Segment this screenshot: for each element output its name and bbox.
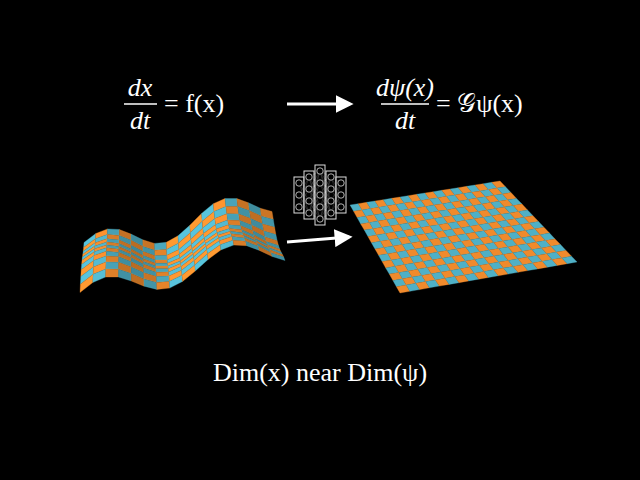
- checker-cell: [131, 273, 144, 286]
- checker-cell: [226, 206, 239, 214]
- nn-neuron: [306, 186, 312, 192]
- nn-neuron: [317, 168, 323, 174]
- curved-manifold: [80, 199, 285, 293]
- nn-layer: [304, 171, 314, 219]
- checker-cell: [220, 240, 234, 250]
- checker-cell: [258, 246, 272, 256]
- checker-cell: [156, 266, 169, 269]
- nn-neuron: [317, 192, 323, 198]
- fraction-bar: [381, 103, 429, 105]
- equation-part: dt: [130, 107, 150, 136]
- nn-neuron: [306, 198, 312, 204]
- nn-layer: [336, 177, 346, 213]
- checker-cell: [208, 245, 221, 260]
- nn-neuron: [296, 192, 302, 198]
- map-arrow: [287, 103, 350, 106]
- checker-cell: [106, 262, 119, 269]
- checker-cell: [246, 241, 260, 250]
- checker-cell: [195, 254, 208, 271]
- checker-cell: [80, 274, 93, 292]
- checker-cell: [225, 199, 238, 207]
- checker-cell: [144, 279, 157, 290]
- nn-neuron: [328, 186, 334, 192]
- equation-part: = 𝒢ψ(x): [436, 90, 523, 119]
- fraction-bar: [124, 103, 157, 105]
- nn-neuron: [317, 204, 323, 210]
- checker-cell: [107, 229, 119, 236]
- nn-layer: [294, 177, 304, 213]
- checker-cell: [106, 256, 119, 262]
- nn-neuron: [317, 216, 323, 222]
- flat-plane: [350, 181, 577, 293]
- nn-neuron: [328, 198, 334, 204]
- checker-cell: [157, 281, 170, 289]
- checker-cell: [155, 255, 167, 260]
- map-arrow: [287, 237, 349, 242]
- checker-cell: [106, 269, 119, 277]
- nn-neuron: [338, 192, 344, 198]
- nn-layer: [315, 165, 325, 225]
- nn-neuron: [328, 174, 334, 180]
- checker-cell: [271, 253, 285, 261]
- equation-part: dψ(x): [376, 74, 434, 103]
- checker-cell: [155, 260, 167, 263]
- checker-cell: [118, 269, 131, 281]
- nn-neuron: [306, 174, 312, 180]
- nn-neuron: [296, 180, 302, 186]
- nn-layer: [326, 171, 336, 219]
- checker-cell: [227, 214, 240, 221]
- checker-cell: [93, 269, 106, 283]
- checker-cell: [155, 242, 167, 250]
- caption: Dim(x) near Dim(ψ): [213, 359, 427, 388]
- nn-neuron: [328, 210, 334, 216]
- checker-cell: [155, 263, 168, 266]
- nn-neuron: [338, 180, 344, 186]
- checker-cell: [182, 265, 195, 282]
- nn-neuron: [338, 204, 344, 210]
- neural-network-icon: [294, 165, 346, 225]
- nn-neuron: [317, 180, 323, 186]
- checker-cell: [156, 272, 169, 277]
- equation-part: dx: [128, 74, 153, 103]
- equation-part: dt: [395, 107, 415, 136]
- checker-cell: [156, 269, 169, 272]
- checker-cell: [233, 240, 247, 246]
- equation-part: = f(x): [164, 90, 224, 119]
- nn-neuron: [306, 210, 312, 216]
- checker-cell: [155, 249, 167, 255]
- nn-neuron: [296, 204, 302, 210]
- checker-cell: [169, 275, 182, 288]
- checker-cell: [562, 256, 577, 264]
